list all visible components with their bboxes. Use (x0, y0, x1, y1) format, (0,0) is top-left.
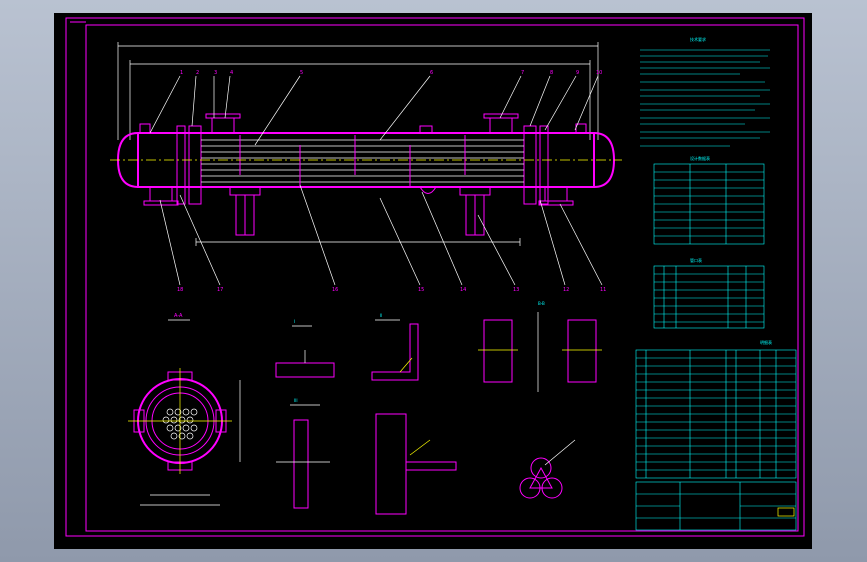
detail-view-1: I (275, 319, 335, 378)
cad-drawing: 1 2 3 4 5 6 7 8 9 10 11 12 13 14 15 16 1… (65, 17, 805, 537)
svg-text:10: 10 (596, 70, 602, 76)
outer-border (65, 17, 805, 537)
nozzle-bottom-left (149, 186, 173, 202)
baffles (239, 135, 466, 186)
svg-text:管口表: 管口表 (690, 257, 702, 263)
detail-view-3: III (276, 398, 330, 509)
svg-text:技术要求: 技术要求 (690, 36, 706, 42)
svg-text:2: 2 (196, 70, 199, 76)
svg-text:18: 18 (177, 287, 183, 293)
svg-text:6: 6 (430, 70, 433, 76)
tube-layout-detail (519, 439, 576, 499)
svg-text:5: 5 (300, 70, 303, 76)
svg-text:7: 7 (521, 70, 524, 76)
design-data-table: 设计数据表 (653, 155, 765, 245)
detail-view-2: II (371, 313, 419, 381)
svg-text:9: 9 (576, 70, 579, 76)
main-elevation-view (110, 42, 622, 246)
nozzle-top-center (419, 125, 433, 133)
technical-requirements: 技术要求 (640, 36, 770, 147)
svg-text:设计数据表: 设计数据表 (690, 155, 710, 161)
right-saddle (459, 186, 491, 236)
nozzle-top-right (489, 117, 513, 134)
bill-of-materials: 明细表 (635, 339, 797, 479)
svg-text:4: 4 (230, 70, 233, 76)
svg-text:15: 15 (418, 287, 424, 293)
svg-text:A-A: A-A (174, 313, 183, 319)
svg-text:明细表: 明细表 (760, 339, 772, 345)
detail-view-4 (375, 413, 457, 515)
svg-text:B-B: B-B (538, 301, 545, 306)
svg-text:III: III (294, 398, 298, 403)
detail-view-bb: B-B (478, 301, 602, 392)
svg-text:12: 12 (563, 287, 569, 293)
left-saddle (229, 186, 261, 236)
svg-text:8: 8 (550, 70, 553, 76)
right-tubesheet (523, 125, 537, 205)
nozzle-top-left (211, 117, 235, 134)
left-tubesheet (188, 125, 202, 205)
svg-text:1: 1 (180, 70, 183, 76)
title-block (635, 481, 797, 531)
svg-text:13: 13 (513, 287, 519, 293)
leader-lines (149, 75, 603, 286)
svg-text:I: I (294, 319, 295, 324)
part-numbers: 1 2 3 4 5 6 7 8 9 10 11 12 13 14 15 16 1… (177, 70, 606, 293)
svg-text:14: 14 (460, 287, 466, 293)
svg-text:16: 16 (332, 287, 338, 293)
cad-drawing-sheet: 1 2 3 4 5 6 7 8 9 10 11 12 13 14 15 16 1… (54, 13, 812, 549)
tube-bundle (201, 139, 524, 183)
nozzle-table: 管口表 (653, 257, 765, 329)
inner-border (85, 24, 799, 532)
svg-text:17: 17 (217, 287, 223, 293)
svg-text:11: 11 (600, 287, 606, 293)
svg-text:3: 3 (214, 70, 217, 76)
section-a-a: A-A (128, 313, 241, 506)
svg-text:II: II (380, 313, 382, 318)
